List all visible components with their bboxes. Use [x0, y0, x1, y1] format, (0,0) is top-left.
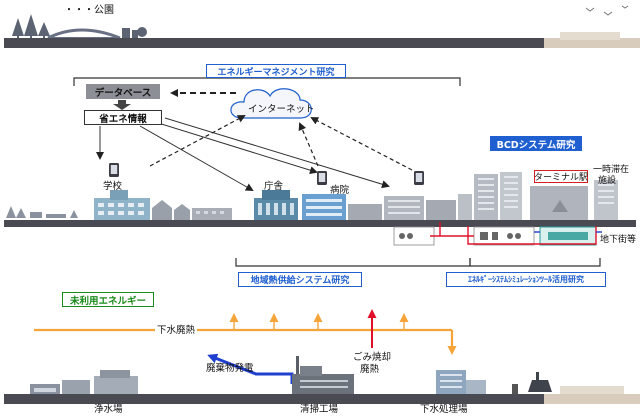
park-ground	[4, 38, 544, 48]
bottom-ground	[4, 394, 544, 404]
hospital-building-icon	[302, 194, 346, 220]
park-label: ・・・公園	[64, 5, 114, 16]
dashed-arrows-to-internet	[149, 115, 413, 171]
terminal-station-label: ターミナル駅	[534, 170, 588, 183]
school-label: 学校	[103, 181, 123, 192]
park-coast	[544, 38, 640, 48]
city-skyline	[4, 172, 636, 246]
incineration-heat-label-line1: ごみ焼却	[353, 352, 392, 363]
tree-icons	[12, 14, 50, 40]
plant-buildings	[30, 356, 552, 394]
city-ground	[4, 220, 636, 227]
energy-saving-info-box: 省エネ情報	[84, 110, 162, 125]
district-heating-research-label: 地域熱供給システム研究	[238, 272, 362, 287]
internet-label: インターネット	[248, 104, 315, 115]
underground-mall-label: 地下街等	[600, 235, 637, 245]
heat-supply-pipes	[430, 222, 602, 245]
temporary-stay-facility-label-line2: 施設	[598, 176, 617, 186]
bottom-coast	[544, 394, 640, 404]
database-box: データベース	[86, 84, 160, 99]
sewage-heat-label: 下水廃熱	[155, 325, 198, 336]
incineration-heat-label-line2: 廃熱	[360, 364, 380, 375]
simulation-bracket	[469, 258, 601, 267]
unused-energy-label: 未利用エネルギー	[62, 292, 154, 307]
water-purification-plant-label: 浄水場	[94, 404, 123, 415]
temporary-stay-facility-label-line1: 一時滞在	[593, 165, 630, 175]
down-arrow-icon	[113, 100, 131, 110]
tablet-icons	[109, 163, 424, 185]
government-office-icon	[254, 190, 298, 220]
bcd-high-rise-buildings	[474, 172, 618, 220]
park-strip	[4, 5, 640, 48]
bcd-system-research-label: BCDシステム研究	[490, 136, 582, 151]
internet-cloud-icon	[230, 88, 312, 119]
government-office-label: 庁舎	[264, 181, 284, 192]
sewage-heat-up-arrows	[229, 313, 409, 330]
cleaning-plant-label: 清掃工場	[300, 404, 339, 415]
sewage-treatment-plant-label: 下水処理場	[420, 404, 468, 415]
district-heating-bracket	[235, 258, 471, 267]
energy-simulation-research-label: ｴﾈﾙｷﾞｰｼｽﾃﾑｼﾐｭﾚｰｼｮﾝﾂｰﾙ活用研究	[446, 272, 606, 287]
info-lines	[96, 117, 390, 191]
energy-management-bracket	[73, 77, 461, 86]
energy-management-research-label: エネルギーマネジメント研究	[206, 64, 346, 78]
bird-icons	[585, 5, 629, 16]
school-building-icon	[94, 190, 150, 220]
hospital-label: 病院	[330, 185, 350, 196]
waste-power-label: 廃棄物発電	[206, 363, 254, 374]
bridge-icon	[47, 28, 121, 40]
